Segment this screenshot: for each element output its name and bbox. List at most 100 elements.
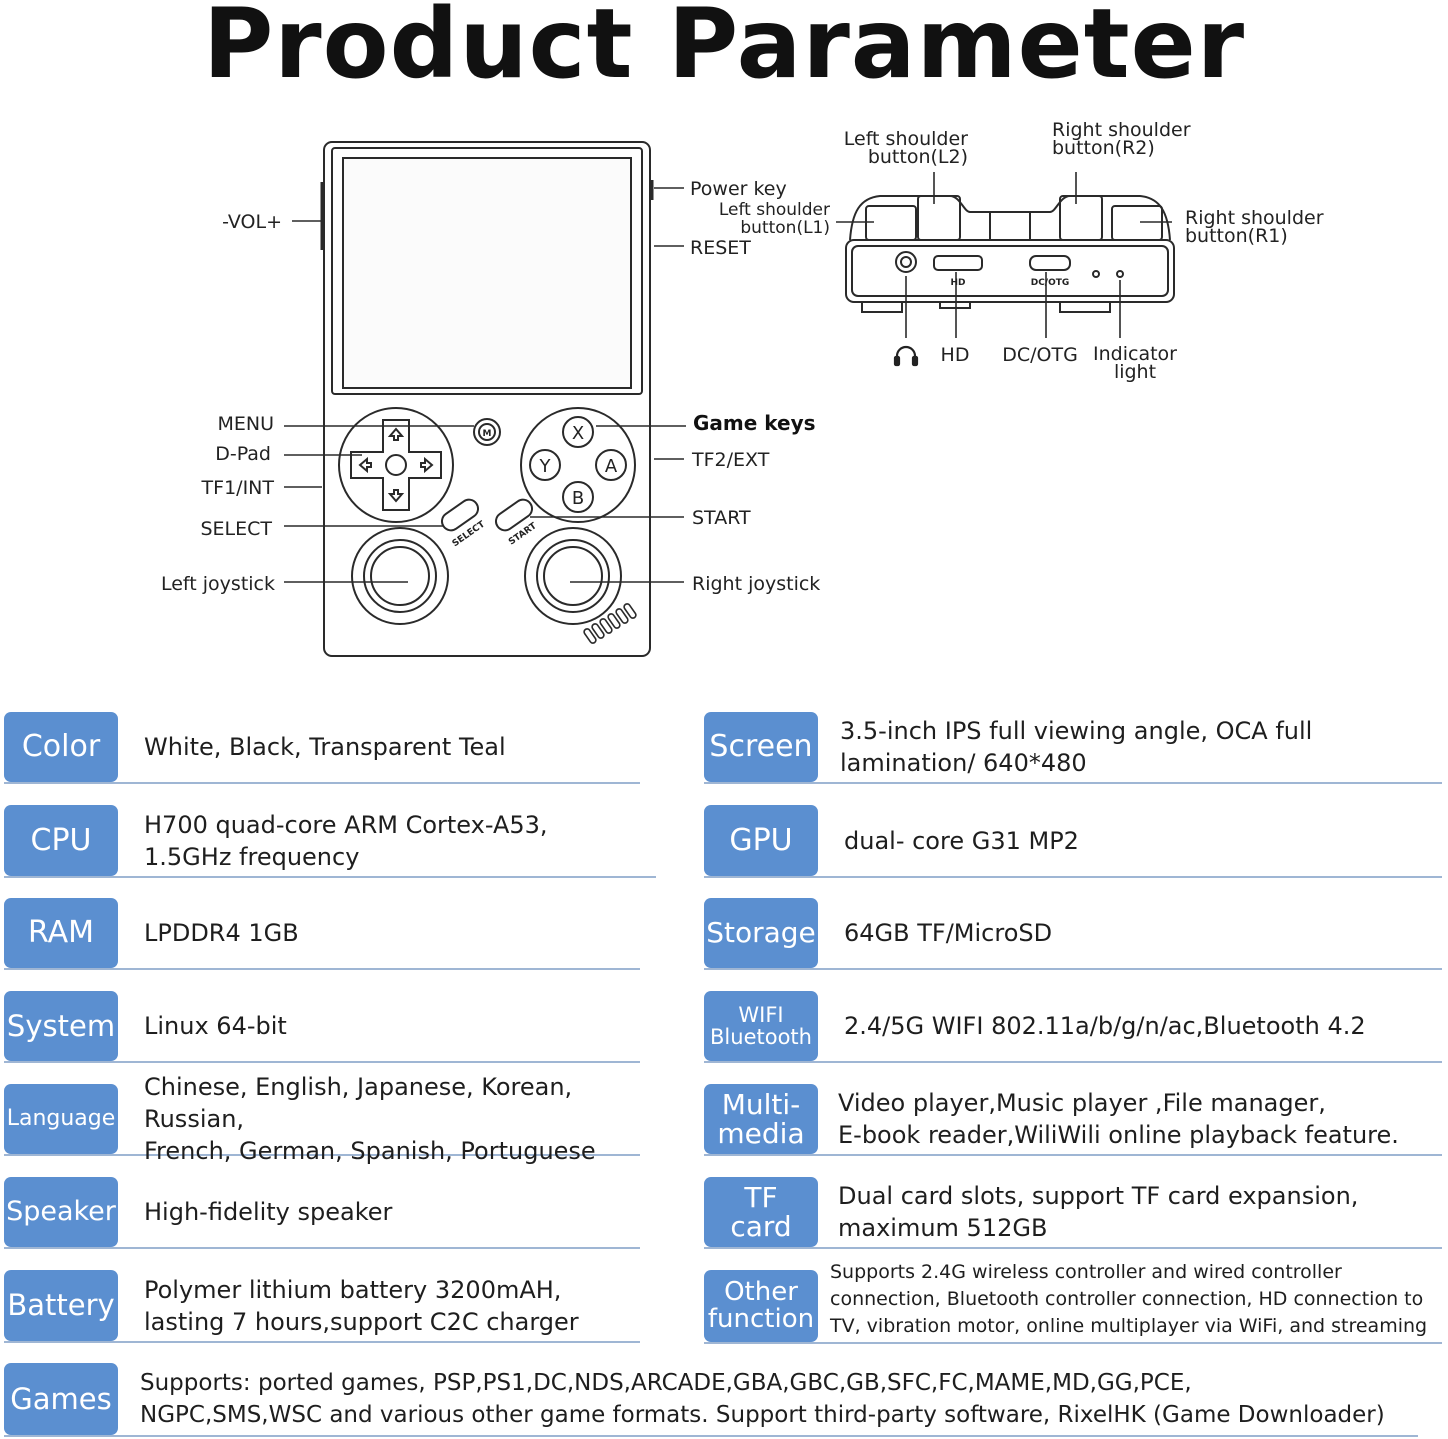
page-title: Product Parameter (202, 0, 1246, 100)
indicator-led-1 (1092, 270, 1100, 278)
spec-screen-value: 3.5-inch IPS full viewing angle, OCA ful… (840, 717, 1313, 777)
dcotg-port-mark: DC/OTG (1031, 278, 1070, 288)
hd-port-mark: HD (950, 278, 965, 288)
spec-tfcard-value: Dual card slots, support TF card expansi… (838, 1182, 1359, 1242)
spec-gpu-value: dual- core G31 MP2 (844, 826, 1079, 855)
spec-cpu-value: H700 quad-core ARM Cortex-A53, 1.5GHz fr… (144, 810, 548, 871)
spec-wifi: WIFI Bluetooth 2.4/5G WIFI 802.11a/b/g/n… (704, 991, 1442, 1063)
spec-cpu-label: CPU (4, 805, 118, 876)
spec-speaker-label: Speaker (4, 1177, 118, 1247)
headphone-jack (895, 251, 917, 273)
left-joystick (351, 527, 449, 625)
d-pad (350, 419, 442, 511)
spec-gpu: GPU dual- core G31 MP2 (704, 805, 1442, 878)
screen (342, 157, 632, 389)
x-label: X (572, 423, 584, 444)
spec-system-value: Linux 64-bit (144, 1012, 287, 1040)
spec-multimedia: Multi- media Video player,Music player ,… (704, 1084, 1442, 1156)
console-body (323, 141, 651, 657)
spec-screen-label: Screen (704, 712, 818, 782)
d-pad-label: D-Pad (215, 443, 271, 465)
face-buttons-ring (520, 407, 636, 523)
start-button (494, 498, 534, 532)
menu-mark: M (483, 429, 492, 439)
tf1-label: TF1/INT (201, 477, 275, 499)
spec-system: System Linux 64-bit (4, 991, 640, 1063)
power-key-label: Power key (690, 178, 787, 200)
spec-system-label: System (4, 991, 118, 1061)
spec-storage: Storage 64GB TF/MicroSD (704, 898, 1442, 970)
spec-other: Other function Supports 2.4G wireless co… (704, 1261, 1442, 1344)
hd-label: HD (941, 344, 970, 366)
b-button (562, 481, 594, 513)
spec-other-value: Supports 2.4G wireless controller and wi… (830, 1261, 1428, 1337)
spec-tfcard-label: TF card (704, 1177, 818, 1247)
spec-color-label: Color (4, 712, 118, 782)
x-button (562, 416, 594, 448)
spec-battery-label: Battery (4, 1270, 118, 1341)
vol-label: -VOL+ (222, 211, 282, 233)
spec-language-value: Chinese, English, Japanese, Korean, Russ… (144, 1073, 596, 1165)
game-keys-label: Game keys (693, 411, 816, 435)
menu-label: MENU (217, 413, 274, 435)
start-label: START (692, 507, 751, 529)
spec-cpu: CPU H700 quad-core ARM Cortex-A53, 1.5GH… (4, 805, 656, 878)
spec-storage-label: Storage (704, 898, 818, 968)
spec-multimedia-value: Video player,Music player ,File manager,… (838, 1089, 1399, 1149)
r2-trigger (1059, 195, 1103, 241)
spec-ram-value: LPDDR4 1GB (144, 919, 299, 947)
spec-games-value: Supports: ported games, PSP,PS1,DC,NDS,A… (140, 1370, 1385, 1428)
tf2-label: TF2/EXT (691, 449, 770, 471)
spec-multimedia-label: Multi- media (704, 1084, 818, 1154)
reset-label: RESET (690, 237, 751, 259)
r1-button (1111, 205, 1163, 241)
l1-button (865, 205, 917, 241)
spec-wifi-value: 2.4/5G WIFI 802.11a/b/g/n/ac,Bluetooth 4… (844, 1012, 1366, 1040)
start-mark: START (507, 521, 539, 548)
b-label: B (572, 488, 584, 509)
spec-language-label: Language (4, 1084, 118, 1154)
spec-speaker-value: High-fidelity speaker (144, 1198, 393, 1226)
spec-storage-value: 64GB TF/MicroSD (844, 919, 1053, 947)
spec-games-label: Games (4, 1363, 118, 1435)
spec-language: Language Chinese, English, Japanese, Kor… (4, 1073, 640, 1165)
spec-color: Color White, Black, Transparent Teal (4, 712, 640, 784)
y-label: Y (539, 456, 552, 477)
spec-battery: Battery Polymer lithium battery 3200mAH,… (4, 1270, 640, 1343)
a-label: A (605, 456, 618, 477)
right-joystick-label: Right joystick (692, 573, 820, 595)
select-label: SELECT (200, 518, 272, 540)
spec-games: Games Supports: ported games, PSP,PS1,DC… (4, 1363, 1418, 1437)
indicator-led-2 (1116, 270, 1124, 278)
right-joystick (524, 527, 622, 625)
a-button (595, 449, 627, 481)
spec-gpu-label: GPU (704, 805, 818, 876)
spec-other-label: Other function (704, 1270, 818, 1342)
dcotg-port (1029, 255, 1071, 271)
d-pad-ring (338, 407, 454, 523)
spec-screen: Screen 3.5-inch IPS full viewing angle, … (704, 712, 1442, 784)
y-button (529, 449, 561, 481)
screen-bezel (331, 147, 643, 395)
spec-speaker: Speaker High-fidelity speaker (4, 1177, 640, 1249)
l2-trigger (917, 195, 961, 241)
spec-ram-label: RAM (4, 898, 118, 968)
top-view-body (845, 239, 1175, 303)
spec-battery-value: Polymer lithium battery 3200mAH, lasting… (144, 1275, 579, 1336)
spec-tfcard: TF card Dual card slots, support TF card… (704, 1177, 1442, 1249)
menu-button (473, 418, 501, 446)
spec-color-value: White, Black, Transparent Teal (144, 733, 506, 761)
dcotg-label: DC/OTG (1002, 344, 1078, 366)
select-mark: SELECT (451, 519, 488, 549)
hd-port (933, 255, 983, 271)
spec-ram: RAM LPDDR4 1GB (4, 898, 640, 970)
left-joystick-label: Left joystick (161, 573, 275, 595)
headphone-icon (893, 345, 919, 367)
spec-wifi-label: WIFI Bluetooth (704, 991, 818, 1061)
device-diagram: M X Y A B SELECT START HD DC/OTG -VOL+ P… (161, 119, 1324, 657)
